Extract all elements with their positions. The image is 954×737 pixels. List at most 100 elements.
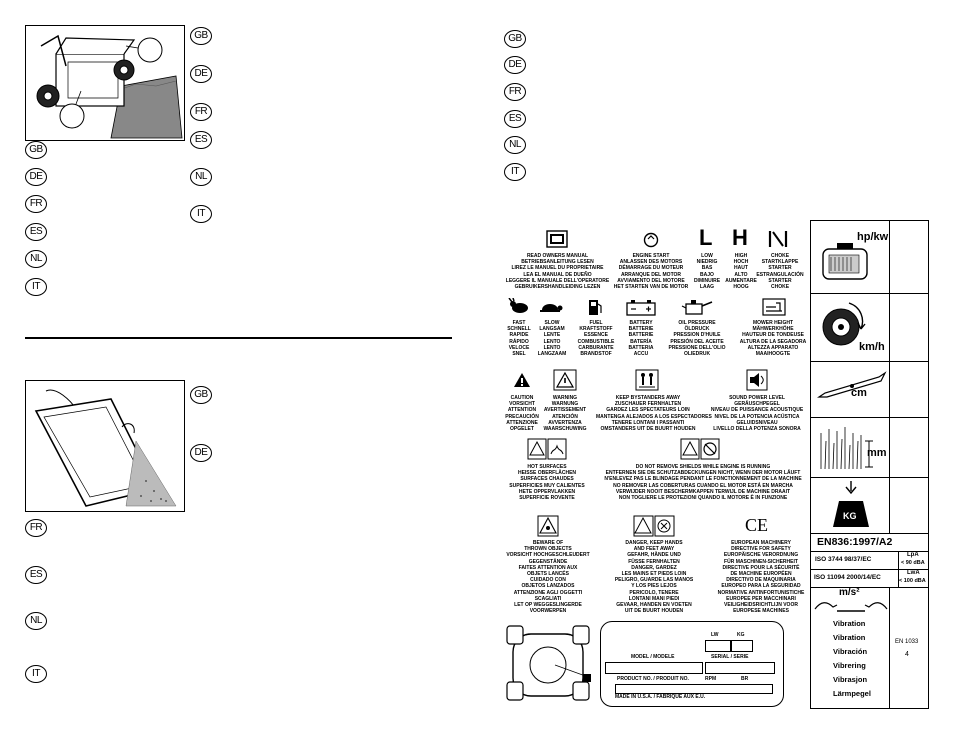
- plate-rpm-label: RPM: [705, 676, 717, 682]
- plate-product-box: [615, 684, 773, 694]
- lang-de-badge: DE: [190, 65, 212, 83]
- plate-lw-label: LW: [711, 632, 719, 638]
- lang-it-badge: IT: [504, 163, 526, 181]
- hand-vibration-icon: [814, 602, 888, 612]
- row-standard: EN836:1997/A2: [811, 533, 928, 552]
- plate-serial-box: [705, 662, 775, 674]
- row-cut-height: mm: [811, 417, 928, 478]
- lang-nl-badge: NL: [190, 168, 212, 186]
- plate-serial-label: SERIAL / SERIE: [711, 654, 749, 660]
- choke-icon: [768, 231, 788, 247]
- noise-level-de: Lärmpegel: [833, 689, 871, 698]
- blade-icon: [817, 371, 887, 398]
- hands-feet-icon: [633, 515, 675, 537]
- plate-model-box: [605, 662, 703, 674]
- iso11094-divider: [898, 569, 899, 587]
- serial-plate: LW KG MODEL / MODELE SERIAL / SERIE PROD…: [600, 621, 784, 707]
- ce-mark: CE: [745, 515, 769, 535]
- lang-fr-badge: FR: [25, 195, 47, 213]
- plate-kg-box: [731, 640, 753, 652]
- row-weight: KG: [811, 477, 928, 534]
- lang-nl-badge: NL: [25, 250, 47, 268]
- plate-model-label: MODEL / MODELE: [631, 654, 675, 660]
- engine-start-icon: [643, 232, 659, 248]
- lang-es-badge: ES: [504, 110, 526, 128]
- lang-gb-badge: GB: [25, 141, 47, 159]
- row-speed: km/h: [811, 293, 928, 362]
- section-divider: [25, 337, 452, 339]
- lwa-value: < 100 dBA: [899, 578, 926, 584]
- lwa-label: LwA: [907, 570, 920, 576]
- lang-de-badge: DE: [25, 168, 47, 186]
- high-icon: H: [732, 225, 748, 250]
- sound-level-icon: [746, 369, 768, 391]
- shields-icon: [680, 438, 720, 460]
- engine-icon: [822, 243, 868, 280]
- row-blade: cm: [811, 361, 928, 418]
- lang-it-badge: IT: [25, 278, 47, 296]
- plate-br-label: BR: [741, 676, 749, 682]
- weight-icon: [833, 481, 869, 527]
- lang-es-badge: ES: [190, 131, 212, 149]
- battery-icon: [626, 300, 656, 316]
- turtle-icon: [540, 304, 563, 312]
- lang-it-badge: IT: [190, 205, 212, 223]
- ms2-label: m/s²: [839, 587, 860, 598]
- plate-made-in: MADE IN U.S.A. / FABRIQUE AUX E.U.: [615, 694, 706, 700]
- caution-triangle-icon: [514, 373, 530, 387]
- spec-table: hp/kw km/h cm m: [810, 220, 929, 709]
- lang-fr-badge: FR: [25, 519, 47, 537]
- lpa-value: < 90 dBA: [901, 560, 925, 566]
- mower-height-icon: [762, 298, 786, 316]
- lang-it-badge: IT: [25, 665, 47, 683]
- mower-bag-illustration: [36, 34, 183, 139]
- vibration-value: 4: [905, 651, 909, 658]
- lang-gb-badge: GB: [190, 27, 212, 45]
- en1033-label: EN 1033: [895, 639, 919, 645]
- manual-icon: [546, 230, 568, 248]
- lang-fr-badge: FR: [504, 83, 526, 101]
- hpkw-label: hp/kw: [857, 231, 889, 243]
- spec-table-divider: [889, 221, 890, 533]
- lang-nl-badge: NL: [25, 612, 47, 630]
- row-iso3744: ISO 3744 98/37/EC LpA < 90 dBA: [811, 551, 928, 570]
- wheel-speed-icon: [822, 302, 866, 346]
- emptying-bag-illustration: [34, 389, 177, 507]
- lang-es-badge: ES: [25, 566, 47, 584]
- fuel-icon: [589, 300, 602, 315]
- plate-product-label: PRODUCT NO. / PRODUIT NO.: [617, 676, 689, 682]
- lang-nl-badge: NL: [504, 136, 526, 154]
- lang-de-badge: DE: [190, 444, 212, 462]
- lang-fr-badge: FR: [190, 103, 212, 121]
- vibration-de: Vibration: [833, 633, 866, 642]
- rabbit-icon: [508, 298, 528, 313]
- hot-surface-icon: [527, 438, 567, 460]
- thrown-objects-icon: [537, 515, 559, 537]
- label-do-not-remove-shields: DO NOT REMOVE SHIELDS WHILE ENGINE IS RU…: [604, 464, 802, 502]
- vibration-sv: Vibrering: [833, 661, 866, 670]
- vibration-divider: [889, 587, 890, 708]
- row-iso11094: ISO 11094 2000/14/EC LwA < 100 dBA: [811, 569, 928, 588]
- lang-gb-badge: GB: [504, 30, 526, 48]
- grass-height-icon: [820, 427, 873, 470]
- plate-lw-box: [705, 640, 731, 652]
- low-icon: L: [699, 225, 713, 250]
- oil-can-icon: [681, 300, 713, 315]
- iso11094-label: ISO 11094 2000/14/EC: [814, 574, 881, 581]
- figure-emptying-bag: [25, 380, 185, 512]
